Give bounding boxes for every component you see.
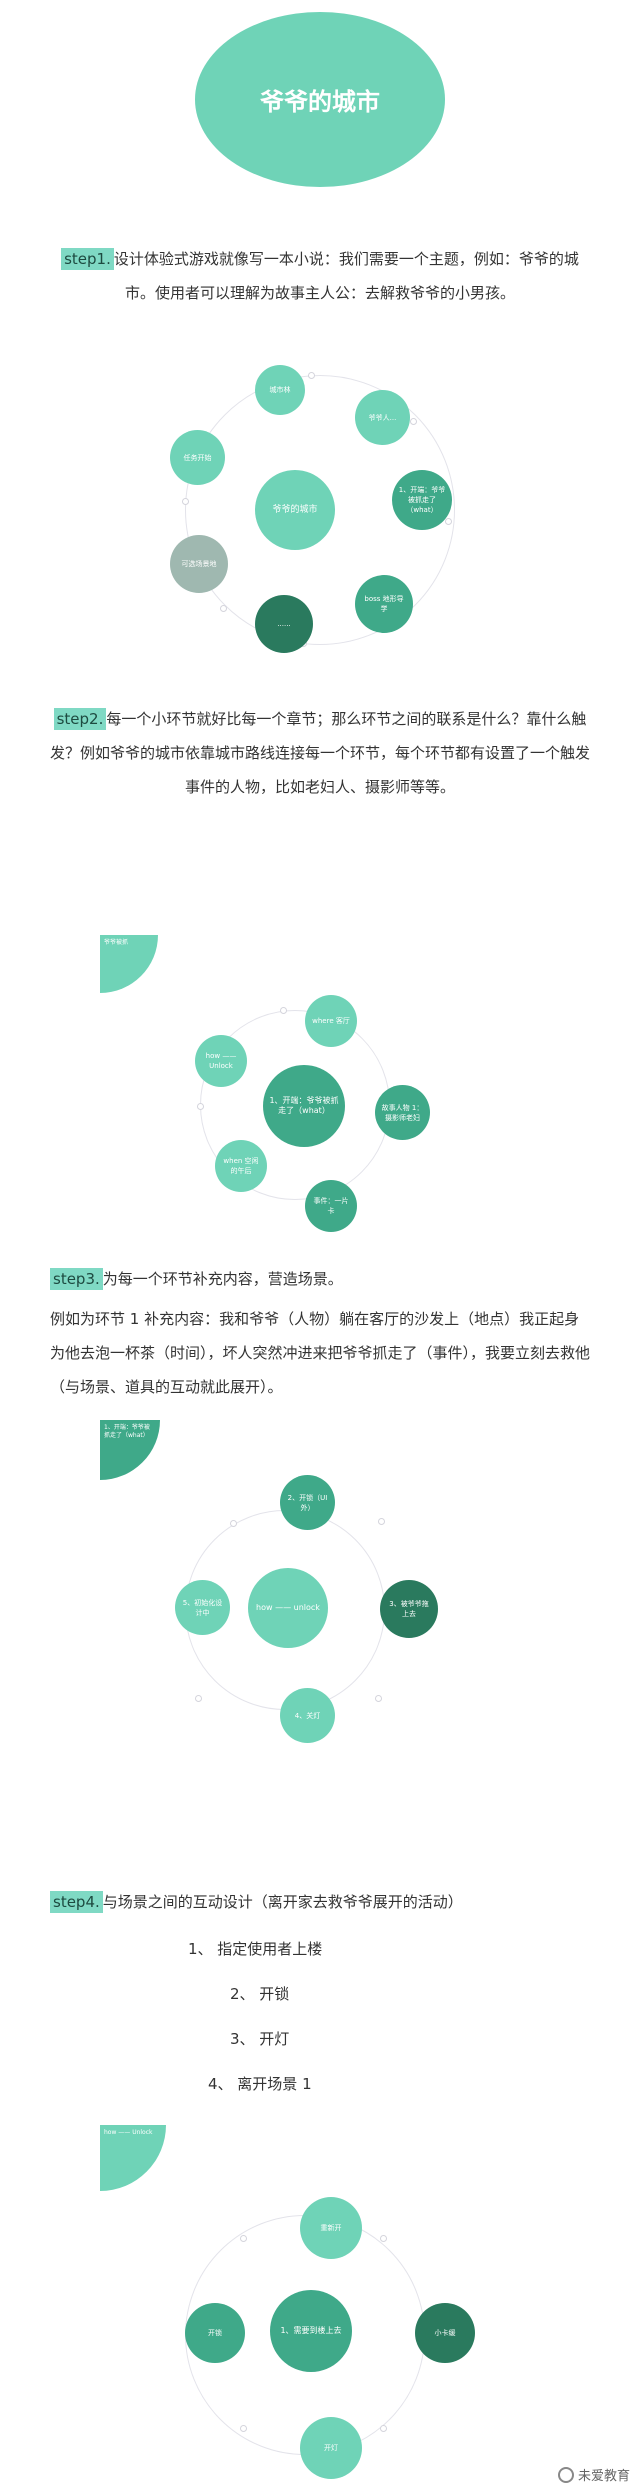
- diagram-1: 爷爷的城市 城市林 爷爷人... 1、开端：爷爷被抓走了（what） boss …: [160, 350, 480, 670]
- diagram3-node-4: 5、初始化设计中: [175, 1580, 230, 1635]
- step2-text: 每一个小环节就好比每一个章节；那么环节之间的联系是什么？靠什么触发？例如爷爷的城…: [50, 710, 591, 796]
- ring-dot: [280, 1007, 287, 1014]
- diagram4-corner-label: how —— Unlock: [104, 2129, 153, 2136]
- step4-text: 与场景之间的互动设计（离开家去救爷爷展开的活动）: [102, 1893, 463, 1911]
- diagram3-node-3: 4、关灯: [280, 1688, 335, 1743]
- diagram1-node-2: 爷爷人...: [355, 390, 410, 445]
- diagram1-node-6: 可选场景地: [170, 535, 228, 593]
- step1-text: 设计体验式游戏就像写一本小说：我们需要一个主题，例如：爷爷的城市。使用者可以理解…: [113, 250, 579, 302]
- diagram2-corner-label: 爷爷被抓: [104, 939, 129, 946]
- diagram4-node-1: 重新开: [300, 2197, 362, 2259]
- diagram2-node-3: 事件：一片卡: [305, 1180, 357, 1232]
- diagram3-node-1: 2、开锁（UI 外）: [280, 1475, 335, 1530]
- ring-dot: [195, 1695, 202, 1702]
- diagram1-ring: [185, 375, 455, 645]
- ring-dot: [380, 2425, 387, 2432]
- diagram2-node-1: where 客厅: [305, 995, 357, 1047]
- diagram4-center-node: 1、需要到楼上去: [270, 2290, 352, 2372]
- diagram4-node-3: 开灯: [300, 2417, 362, 2479]
- diagram3-node-2: 3、被爷爷拖上去: [380, 1580, 438, 1638]
- diagram4-node-2: 小卡缓: [415, 2303, 475, 2363]
- step4-item-2: 2、 开锁: [230, 1985, 290, 2003]
- ring-dot: [378, 1518, 385, 1525]
- step3-paragraph: step3.为每一个环节补充内容，营造场景。: [50, 1262, 590, 1296]
- ring-dot: [375, 1695, 382, 1702]
- step2-paragraph: step2.每一个小环节就好比每一个章节；那么环节之间的联系是什么？靠什么触发？…: [50, 702, 590, 804]
- diagram3-corner-label: 1、开端：爷爷被抓走了（what）: [104, 1424, 150, 1439]
- step1-paragraph: step1.设计体验式游戏就像写一本小说：我们需要一个主题，例如：爷爷的城市。使…: [50, 242, 590, 310]
- step4-item-4: 4、 离开场景 1: [208, 2075, 312, 2093]
- ring-dot: [380, 2235, 387, 2242]
- step4-item-1: 1、 指定使用者上楼: [188, 1940, 323, 1958]
- ring-dot: [220, 605, 227, 612]
- watermark-text: 未爱教育: [577, 2469, 630, 2484]
- step3-example: 例如为环节 1 补充内容：我和爷爷（人物）躺在客厅的沙发上（地点）我正起身为他去…: [50, 1310, 591, 1396]
- diagram1-center-node: 爷爷的城市: [255, 470, 335, 550]
- diagram-4: how —— Unlock 1、需要到楼上去 重新开 小卡缓 开灯 开锁: [100, 2125, 520, 2490]
- diagram2-node-2: 故事人物 1：摄影师老妇: [375, 1085, 430, 1140]
- step4-item-3: 3、 开灯: [230, 2030, 290, 2048]
- step1-tag: step1.: [61, 248, 114, 270]
- diagram-3: 1、开端：爷爷被抓走了（what） how —— unlock 2、开锁（UI …: [100, 1420, 460, 1790]
- title-circle: 爷爷的城市: [195, 12, 445, 187]
- ring-dot: [182, 498, 189, 505]
- diagram1-node-7: 任务开始: [170, 430, 225, 485]
- step3-tag: step3.: [50, 1268, 103, 1290]
- ring-dot: [410, 418, 417, 425]
- step3-text: 为每一个环节补充内容，营造场景。: [102, 1270, 343, 1288]
- diagram2-center-node: 1、开端：爷爷被抓走了（what）: [263, 1065, 345, 1147]
- ring-dot: [240, 2235, 247, 2242]
- diagram-2: 爷爷被抓 1、开端：爷爷被抓走了（what） where 客厅 故事人物 1：摄…: [100, 935, 430, 1245]
- diagram1-node-5: ......: [255, 595, 313, 653]
- diagram3-center-node: how —— unlock: [248, 1568, 328, 1648]
- ring-dot: [445, 518, 452, 525]
- step4-paragraph: step4.与场景之间的互动设计（离开家去救爷爷展开的活动）: [50, 1885, 590, 1919]
- ring-dot: [240, 2425, 247, 2432]
- watermark: 未爱教育: [557, 2465, 630, 2484]
- page-title: 爷爷的城市: [260, 88, 380, 116]
- wechat-icon: [557, 2466, 574, 2483]
- diagram2-node-4: when 空闲的午后: [215, 1140, 267, 1192]
- diagram1-node-4: boss 地形导学: [355, 575, 413, 633]
- diagram1-node-3: 1、开端：爷爷被抓走了（what）: [392, 470, 452, 530]
- step2-tag: step2.: [53, 708, 107, 730]
- step4-tag: step4.: [50, 1891, 103, 1913]
- diagram4-node-4: 开锁: [185, 2303, 245, 2363]
- ring-dot: [197, 1103, 204, 1110]
- ring-dot: [308, 372, 315, 379]
- ring-dot: [230, 1520, 237, 1527]
- diagram1-node-1: 城市林: [255, 365, 305, 415]
- diagram2-node-5: how ——Unlock: [195, 1035, 247, 1087]
